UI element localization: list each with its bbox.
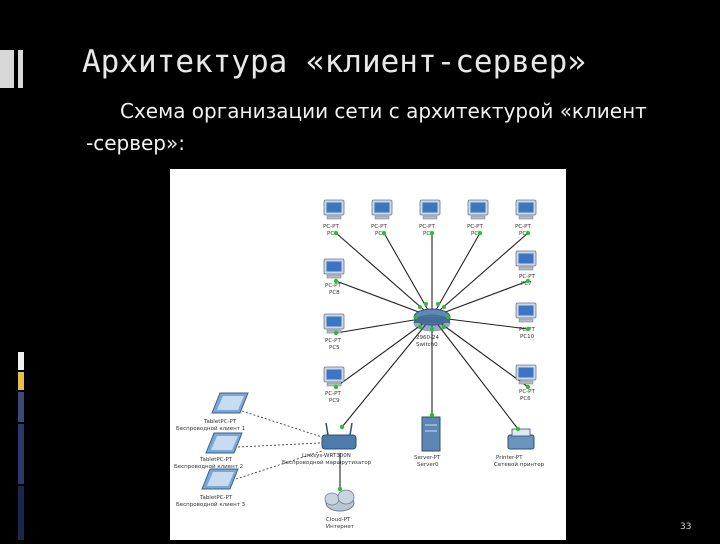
tablet-label-1: TabletPC-PT: [203, 419, 237, 425]
pc-icon[interactable]: [515, 250, 537, 271]
accent-bar-top: [0, 50, 14, 88]
pc-name-label: PC3: [471, 231, 482, 237]
pc-name-label: PC9: [329, 398, 340, 404]
cloud-icon[interactable]: [324, 489, 355, 512]
pc-type-label: PC-PT: [325, 338, 341, 344]
tablet-label-2: Беспроводной клиент 1: [176, 425, 245, 432]
pc-type-label: PC-PT: [371, 224, 387, 230]
accent-bar-1: [18, 352, 24, 370]
router-label-2: Беспроводной маршрутизатор: [282, 459, 372, 466]
accent-bar-3: [18, 392, 24, 422]
pc-type-label: PC-PT: [419, 224, 435, 230]
server-label-2: Server0: [417, 462, 439, 468]
slide-title: Архитектура «клиент-сервер»: [82, 44, 586, 80]
slide-subtitle: Схема организации сети с архитектурой «к…: [86, 99, 647, 155]
pc-icon[interactable]: [323, 366, 345, 387]
pc-name-label: PC8: [329, 290, 340, 296]
pc-type-label: PC-PT: [323, 224, 339, 230]
pc-icon[interactable]: [467, 199, 489, 220]
tablet-label-2: Беспроводной клиент 3: [176, 501, 246, 508]
pc-icon[interactable]: [515, 364, 537, 385]
server-icon[interactable]: [421, 416, 441, 452]
printer-label-2: Сетевой принтер: [494, 461, 545, 468]
accent-bar-2: [18, 372, 24, 390]
cloud-label-1: Cloud-PT: [326, 517, 351, 523]
cloud-label-2: Интернет: [326, 524, 355, 530]
pc-name-label: PC6: [520, 396, 531, 402]
tablet-label-1: TabletPC-PT: [199, 457, 233, 463]
switch-label-1: 2960-24: [416, 335, 439, 341]
pc-name-label: PC1: [375, 231, 386, 237]
pc-name-label: PC10: [520, 334, 535, 340]
switch-label-2: Switch0: [416, 342, 438, 348]
pc-type-label: PC-PT: [325, 391, 341, 397]
pc-type-label: PC-PT: [519, 274, 535, 280]
tablet-label-2: Беспроводной клиент 2: [174, 463, 243, 470]
pc-icon[interactable]: [323, 258, 345, 279]
wireless-router-icon[interactable]: [321, 422, 357, 450]
accent-bar-5: [18, 486, 24, 540]
network-diagram-svg: 2960-24 Switch0 PC-PT PC0 PC-PT PC1 PC-P…: [174, 199, 545, 530]
printer-icon[interactable]: [507, 428, 535, 450]
network-links: [335, 232, 529, 489]
pc-type-label: PC-PT: [325, 283, 341, 289]
router-label-1: Linksys-WRT300N: [302, 453, 351, 459]
pc-type-label: PC-PT: [467, 224, 483, 230]
pc-icon[interactable]: [515, 302, 537, 323]
pc-icon[interactable]: [515, 199, 537, 220]
wireless-links: [235, 410, 323, 480]
network-diagram: 2960-24 Switch0 PC-PT PC0 PC-PT PC1 PC-P…: [170, 169, 566, 540]
server-label-1: Server-PT: [414, 455, 441, 461]
tablet-icon[interactable]: [201, 468, 239, 490]
tablet-icon[interactable]: [205, 432, 243, 454]
slide-number: 33: [680, 522, 692, 532]
link-status-lights: [333, 230, 531, 492]
pc-type-label: PC-PT: [515, 224, 531, 230]
pc-name-label: PC2: [423, 231, 434, 237]
pc-icon[interactable]: [323, 313, 345, 334]
tablet-icon[interactable]: [211, 392, 249, 414]
pc-name-label: PC5: [329, 345, 340, 351]
pc-icon[interactable]: [371, 199, 393, 220]
pc-name-label: PC7: [521, 281, 532, 287]
tablet-label-1: TabletPC-PT: [199, 495, 233, 501]
pc-name-label: PC0: [327, 231, 338, 237]
pc-type-label: PC-PT: [519, 389, 535, 395]
accent-bar-4: [18, 424, 24, 484]
printer-label-1: Printer-PT: [496, 455, 523, 461]
pc-icon[interactable]: [419, 199, 441, 220]
pc-name-label: PC4: [519, 231, 530, 237]
pc-icon[interactable]: [323, 199, 345, 220]
accent-bar-top-2: [18, 50, 23, 88]
